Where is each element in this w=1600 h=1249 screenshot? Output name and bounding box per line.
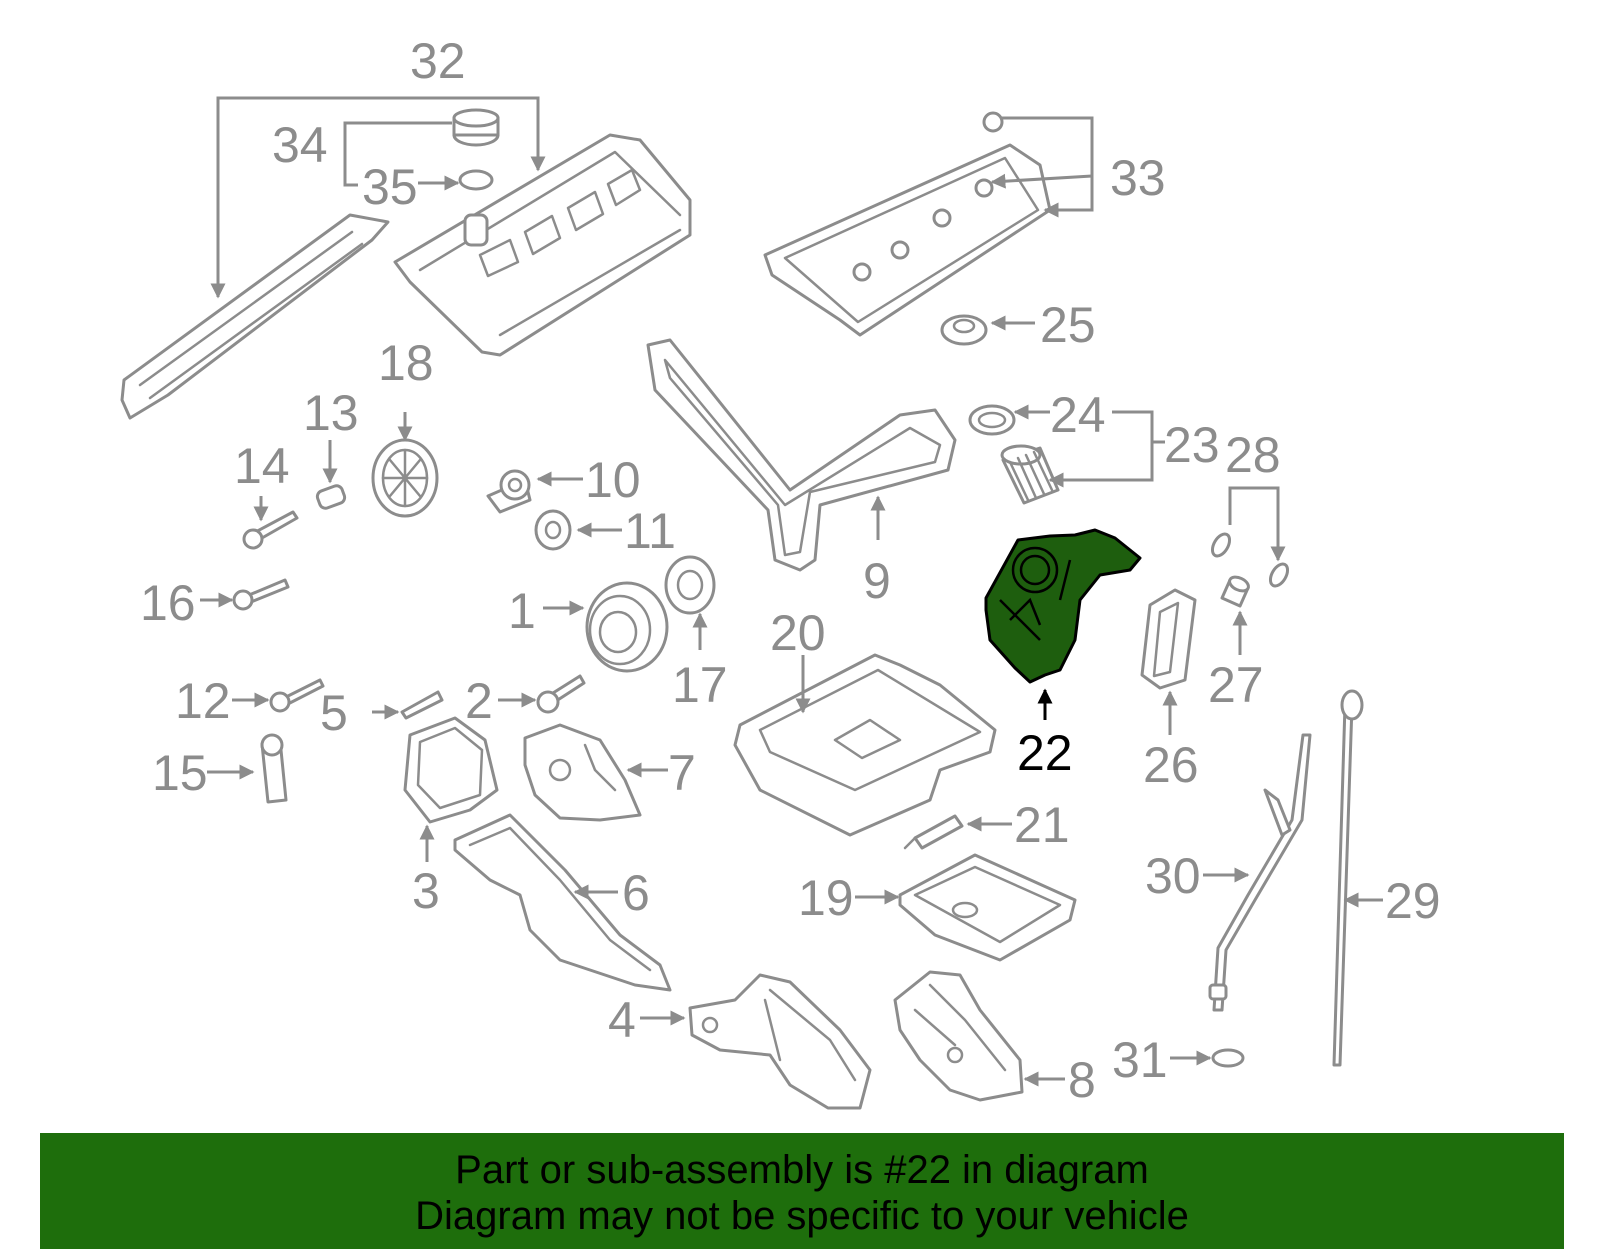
callout-15: 15 (152, 745, 208, 801)
callout-13: 13 (303, 385, 359, 441)
callout-16: 16 (140, 575, 196, 631)
part-11-idler-pulley (534, 509, 572, 551)
callout-3: 3 (412, 863, 440, 919)
callout-2: 2 (465, 673, 493, 729)
callout-30: 30 (1145, 848, 1201, 904)
part-12-bolt (269, 678, 325, 713)
callout-31: 31 (1112, 1032, 1168, 1088)
callout-5: 5 (320, 685, 348, 741)
callout-35: 35 (362, 159, 418, 215)
part-25-seal (940, 314, 988, 346)
part-22-timing-housing-highlighted (984, 528, 1142, 684)
part-27-sleeve (1220, 575, 1250, 608)
leader-23-24 (1013, 404, 1165, 488)
part-29-dipstick (1332, 689, 1364, 1067)
part-6-timing-backing-plate (453, 813, 672, 992)
part-15-sensor (260, 733, 288, 804)
part-21-oil-level-sensor (903, 814, 964, 850)
part-8-engine-bracket (893, 970, 1024, 1102)
part-16-bolt (232, 578, 290, 611)
leader-28 (1228, 486, 1286, 562)
callout-19: 19 (798, 870, 854, 926)
info-banner: Part or sub-assembly is #22 in diagram D… (40, 1133, 1564, 1249)
callout-25: 25 (1040, 297, 1096, 353)
callout-17: 17 (672, 657, 728, 713)
callout-7: 7 (668, 745, 696, 801)
callout-11: 11 (624, 503, 676, 559)
callout-28: 28 (1225, 427, 1281, 483)
callout-4: 4 (608, 992, 636, 1048)
callout-12: 12 (175, 673, 231, 729)
leader-32-34-35 (210, 96, 546, 299)
part-31-o-ring (1211, 1048, 1245, 1068)
part-24-filter-seal (968, 404, 1016, 436)
callout-6: 6 (622, 865, 650, 921)
part-32-cover-strip (120, 213, 390, 420)
callout-34: 34 (272, 117, 328, 173)
callout-26: 26 (1143, 737, 1199, 793)
part-28-o-rings (1210, 532, 1290, 588)
callout-22: 22 (1017, 725, 1073, 781)
part-35-cap-seal (458, 169, 494, 191)
callout-32: 32 (410, 33, 466, 89)
part-13-plug (315, 484, 347, 510)
banner-line-1: Part or sub-assembly is #22 in diagram (455, 1148, 1149, 1192)
part-9-timing-belt (646, 338, 957, 572)
part-14-bolt (242, 510, 299, 550)
callout-8: 8 (1068, 1052, 1096, 1108)
callout-20: 20 (770, 605, 826, 661)
callout-23: 23 (1164, 417, 1220, 473)
part-20-upper-oil-pan (733, 653, 997, 837)
callout-24: 24 (1050, 387, 1106, 443)
callout-21: 21 (1014, 797, 1070, 853)
callout-10: 10 (585, 452, 641, 508)
callout-29: 29 (1385, 873, 1441, 929)
callout-9: 9 (863, 553, 891, 609)
part-5-clip (400, 690, 444, 720)
part-23-oil-filter (1000, 444, 1060, 505)
callout-14: 14 (234, 438, 290, 494)
part-1-crankshaft-pulley (585, 581, 669, 673)
callout-27: 27 (1208, 657, 1264, 713)
part-26-breather-housing (1140, 588, 1197, 690)
part-34-filler-cap (452, 108, 500, 147)
part-4-engine-bracket (688, 973, 872, 1110)
leader-33 (990, 116, 1094, 218)
part-18-camshaft-sprocket (371, 438, 439, 518)
part-17-crankshaft-sprocket (664, 555, 716, 615)
banner-line-2: Diagram may not be specific to your vehi… (415, 1194, 1189, 1238)
callout-18: 18 (378, 335, 434, 391)
part-33-valve-cover-gasket (763, 111, 1052, 337)
part-10-tensioner (486, 469, 532, 514)
part-32-valve-cover (393, 133, 692, 357)
part-3-timing-cover (403, 716, 499, 824)
callout-1: 1 (508, 583, 536, 639)
part-19-lower-oil-pan (898, 853, 1077, 962)
callout-33: 33 (1110, 150, 1166, 206)
part-30-dipstick-tube (1208, 733, 1312, 1012)
part-7-timing-cover (523, 723, 642, 822)
part-2-bolt (536, 674, 586, 714)
